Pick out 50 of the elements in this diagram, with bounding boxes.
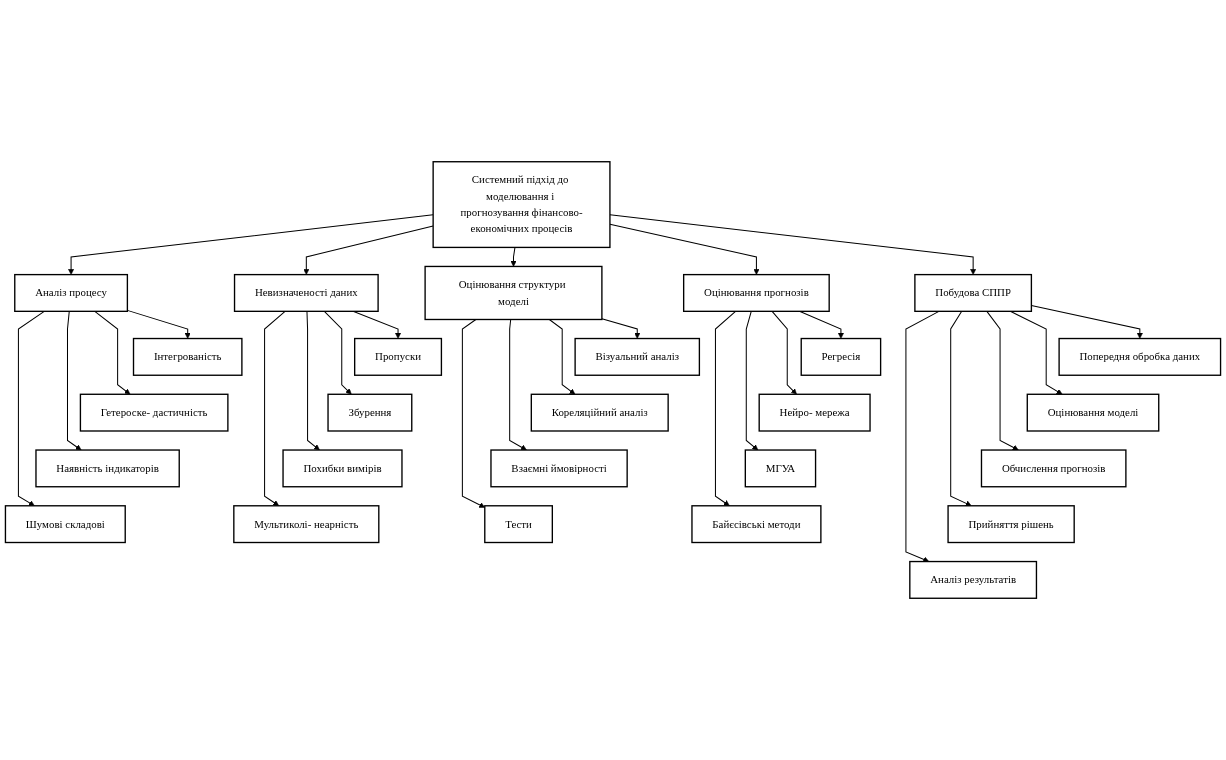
arrow [771, 310, 797, 395]
node-box: Регресія [800, 337, 882, 376]
arrow [510, 246, 517, 267]
node-box: Візуальний аналіз [574, 337, 701, 376]
arrow [986, 310, 1019, 451]
node-box: Наявність індикаторів [35, 449, 180, 488]
arrow [601, 318, 641, 339]
node-box: МГУА [744, 449, 817, 488]
arrow [745, 310, 759, 451]
node-box: Гетероске- дастичність [79, 393, 229, 432]
node-box: Оцінювання прогнозів [683, 273, 830, 312]
node-box: Обчислення прогнозів [980, 449, 1127, 488]
node-box: Збурення [327, 393, 413, 432]
node-box: Нейро- мережа [758, 393, 871, 432]
node-box: Аналіз результатів [909, 560, 1038, 599]
arrow [905, 310, 940, 563]
arrow [461, 319, 486, 508]
arrow [609, 214, 977, 275]
arrow [509, 319, 527, 451]
arrow [264, 310, 286, 507]
arrow [303, 225, 434, 275]
arrow [68, 214, 434, 275]
arrow [609, 223, 760, 275]
node-box: Пропуски [354, 337, 443, 376]
arrow [714, 310, 737, 507]
arrow [548, 319, 576, 395]
arrow [67, 310, 82, 451]
node-box: Шумові складові [4, 505, 126, 544]
node-box: Побудова СППР [914, 273, 1033, 312]
node-box: Аналіз процесу [14, 273, 129, 312]
arrow [1009, 310, 1063, 395]
node-box: Невизначеності даних [233, 273, 379, 312]
arrow [126, 309, 191, 339]
node-box: Мультиколі- неарність [233, 505, 380, 544]
node-box: Байєсівські методи [691, 505, 822, 544]
node-box: Оцінювання структури моделі [424, 265, 603, 321]
node-box: Прийняття рішень [947, 505, 1075, 544]
node-box: Попередня обробка даних [1058, 337, 1222, 376]
node-box: Похибки вимірів [282, 449, 403, 488]
arrow [94, 310, 131, 395]
node-box: Інтегрованість [132, 337, 243, 376]
arrow [306, 310, 320, 451]
node-box: Системний підхід до моделювання і прогнозування фінансово-економічних процесів [432, 161, 611, 249]
arrow [323, 310, 352, 395]
node-box: Оцінювання моделі [1026, 393, 1160, 432]
node-box: Кореляційний аналіз [530, 393, 669, 432]
node-box: Взаємні ймовірності [490, 449, 628, 488]
arrow [17, 310, 45, 507]
node-box: Тести [484, 505, 553, 544]
arrow [950, 310, 972, 507]
